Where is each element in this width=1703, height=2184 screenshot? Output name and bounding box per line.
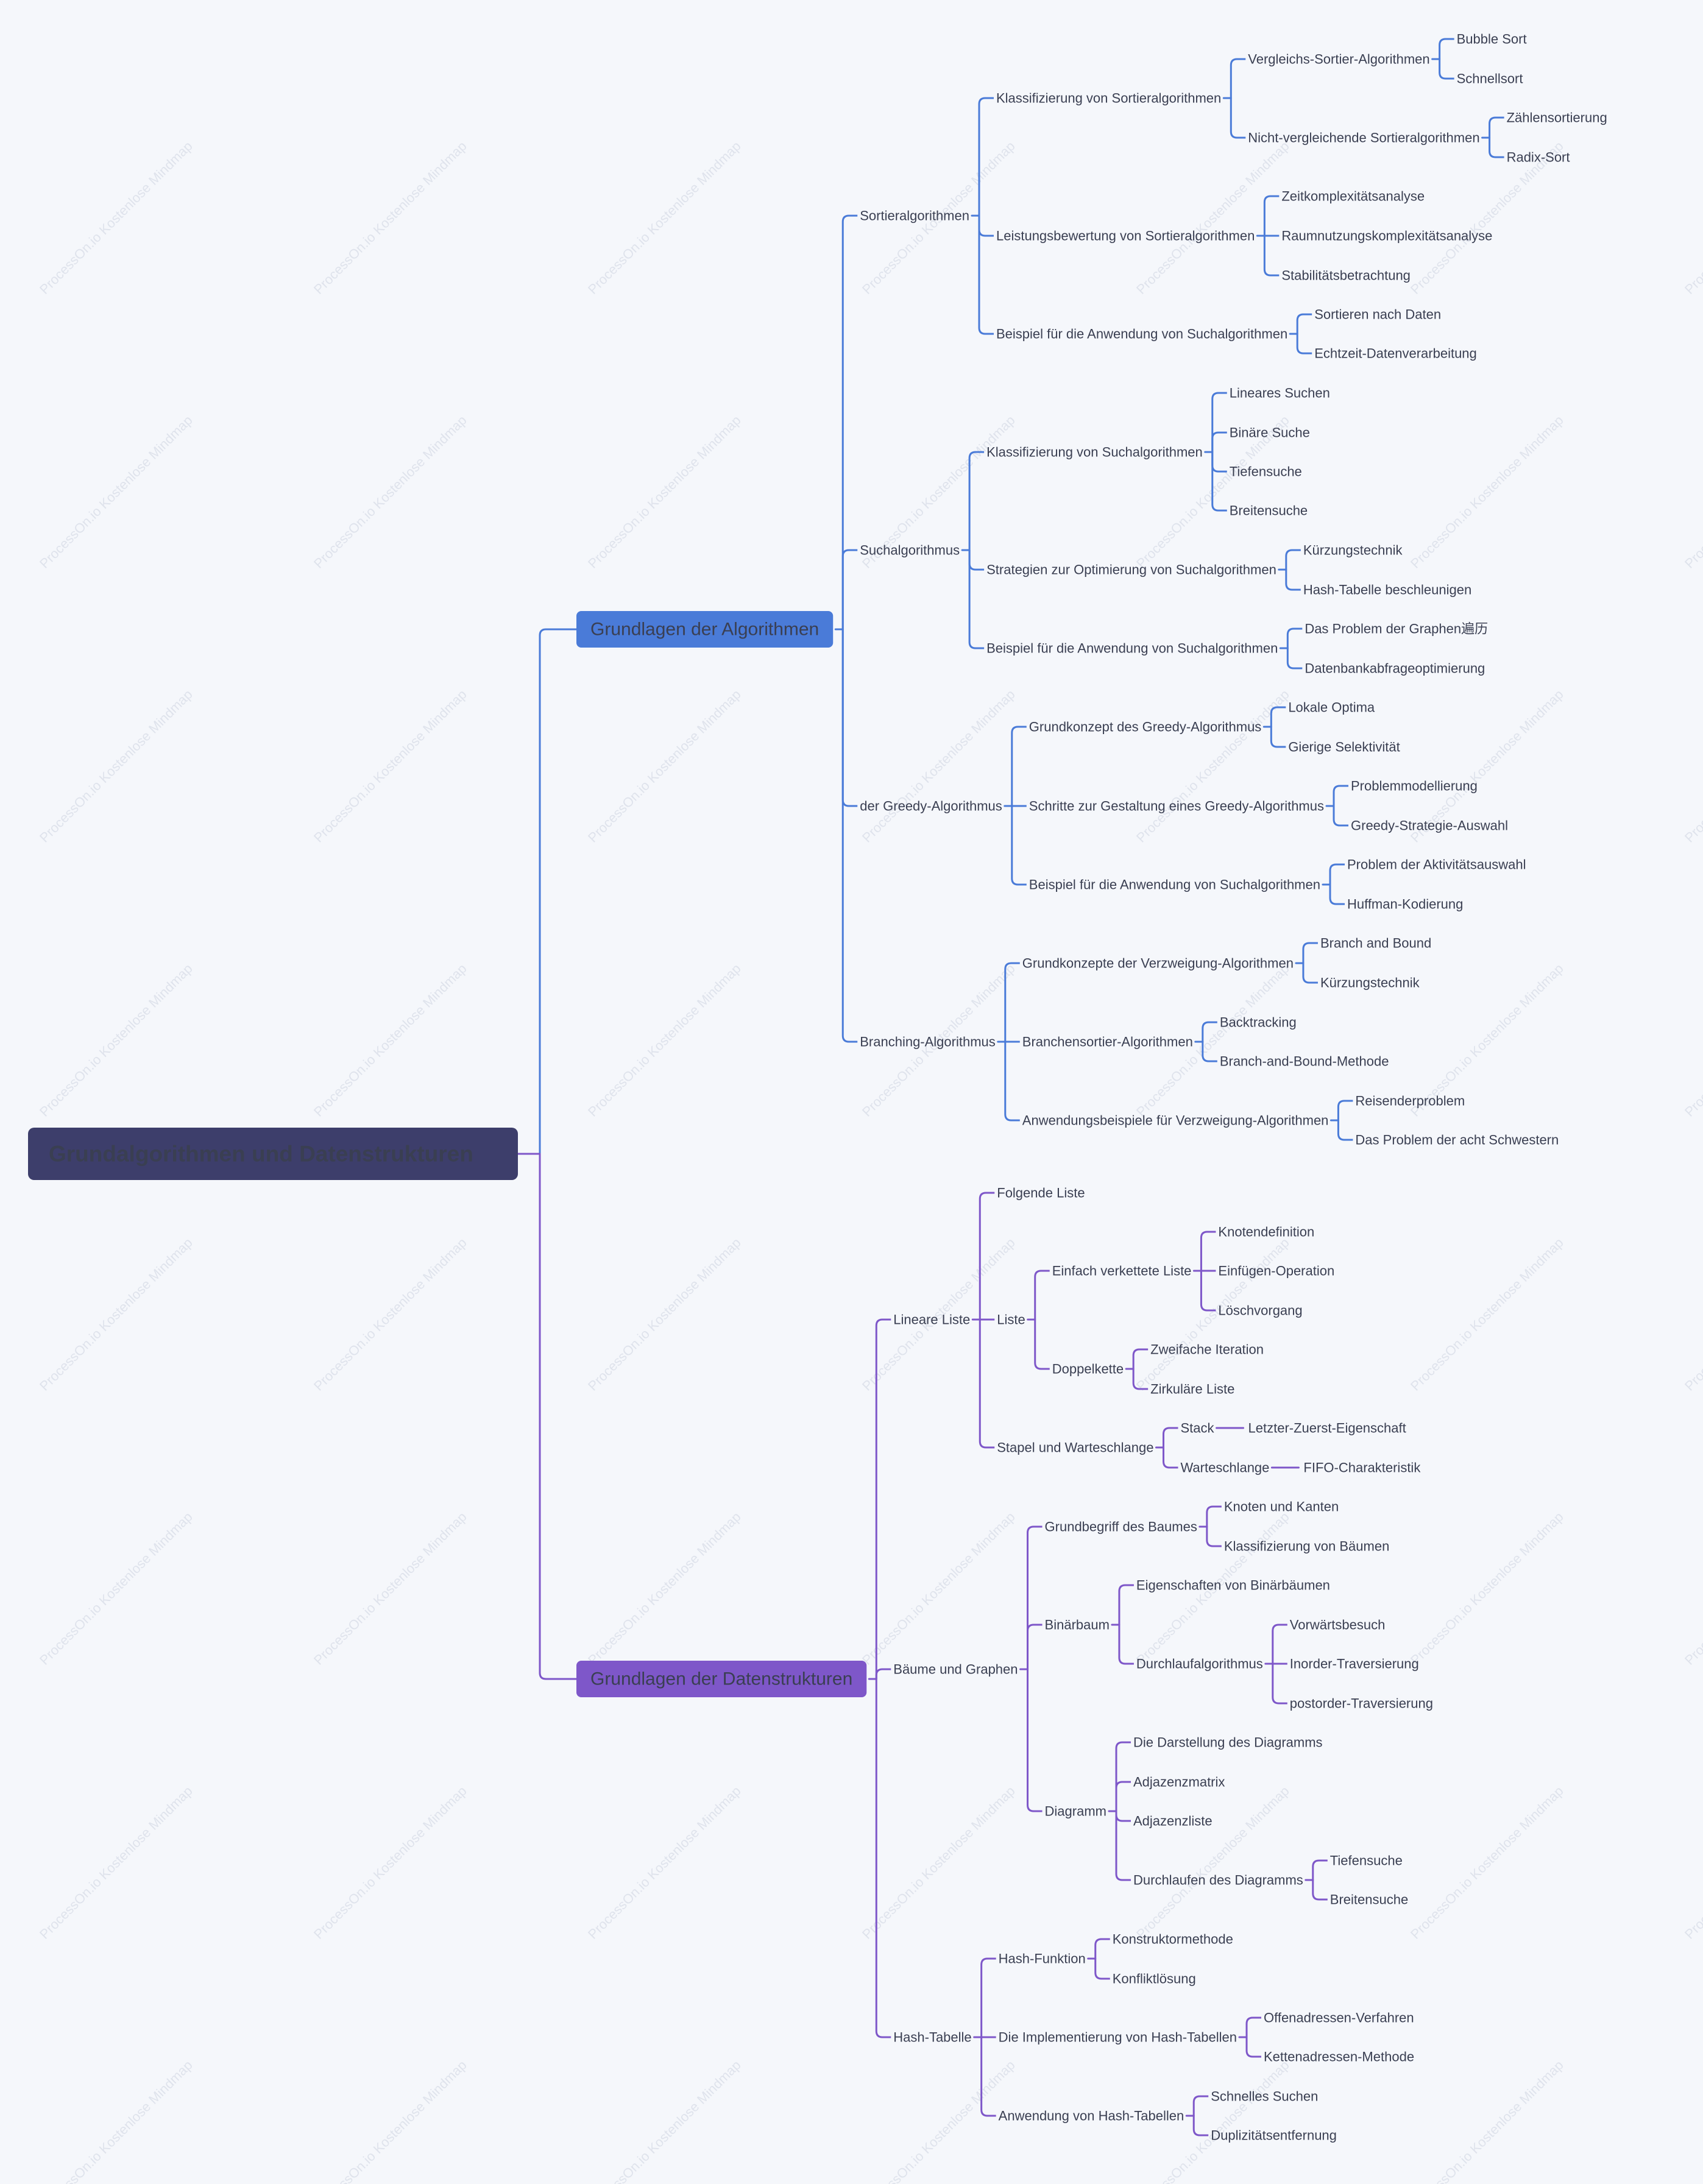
- node-label-grundkonzept-des-greedy-algorithmus[interactable]: Grundkonzept des Greedy-Algorithmus: [1029, 719, 1262, 735]
- node-label-schnellsort[interactable]: Schnellsort: [1457, 71, 1523, 87]
- node-label-schritte-zur-gestaltung-eines-greedy-alg[interactable]: Schritte zur Gestaltung eines Greedy-Alg…: [1029, 799, 1324, 814]
- node-label-backtracking[interactable]: Backtracking: [1220, 1015, 1297, 1030]
- node-label-stapel-und-warteschlange[interactable]: Stapel und Warteschlange: [997, 1440, 1153, 1455]
- node-label-die-darstellung-des-diagramms[interactable]: Die Darstellung des Diagramms: [1133, 1735, 1323, 1750]
- node-label-klassifizierung-von-suchalgorithmen[interactable]: Klassifizierung von Suchalgorithmen: [986, 445, 1203, 460]
- node-label-grundlagen-der-datenstrukturen[interactable]: Grundlagen der Datenstrukturen: [590, 1669, 852, 1689]
- node-label-lineares-suchen[interactable]: Lineares Suchen: [1230, 386, 1330, 401]
- node-label-stack[interactable]: Stack: [1180, 1421, 1214, 1436]
- node-label-adjazenzliste[interactable]: Adjazenzliste: [1133, 1814, 1213, 1829]
- node-label-leistungsbewertung-von-sortieralgorithme[interactable]: Leistungsbewertung von Sortieralgorithme…: [996, 228, 1255, 244]
- node-label-huffman-kodierung[interactable]: Huffman-Kodierung: [1347, 897, 1463, 912]
- node-label-lineare-liste[interactable]: Lineare Liste: [893, 1312, 970, 1327]
- node-label-eigenschaften-von-binarbaumen[interactable]: Eigenschaften von Binärbäumen: [1136, 1578, 1330, 1593]
- node-label-fifo-charakteristik[interactable]: FIFO-Charakteristik: [1303, 1460, 1421, 1475]
- node-label-durchlaufalgorithmus[interactable]: Durchlaufalgorithmus: [1136, 1656, 1263, 1672]
- node-label-der-greedy-algorithmus[interactable]: der Greedy-Algorithmus: [860, 799, 1002, 814]
- node-label-anwendungsbeispiele-fur-verzweigung-algo[interactable]: Anwendungsbeispiele für Verzweigung-Algo…: [1022, 1113, 1329, 1128]
- node-label-folgende-liste[interactable]: Folgende Liste: [997, 1186, 1085, 1201]
- node-label-klassifizierung-von-baumen[interactable]: Klassifizierung von Bäumen: [1224, 1539, 1389, 1554]
- node-label-suchalgorithmus[interactable]: Suchalgorithmus: [860, 543, 960, 558]
- node-label-einfach-verkettete-liste[interactable]: Einfach verkettete Liste: [1052, 1263, 1192, 1279]
- node-label-binare-suche[interactable]: Binäre Suche: [1230, 425, 1310, 440]
- node-label-datenbankabfrageoptimierung[interactable]: Datenbankabfrageoptimierung: [1305, 661, 1485, 676]
- node-label-radix-sort[interactable]: Radix-Sort: [1507, 150, 1570, 165]
- node-label-hash-tabelle[interactable]: Hash-Tabelle: [893, 2030, 971, 2045]
- node-label-durchlaufen-des-diagramms[interactable]: Durchlaufen des Diagramms: [1133, 1873, 1303, 1888]
- node-label-tiefensuche[interactable]: Tiefensuche: [1330, 1853, 1403, 1868]
- node-label-zahlensortierung[interactable]: Zählensortierung: [1507, 110, 1607, 125]
- node-label-gierige-selektivitat[interactable]: Gierige Selektivität: [1288, 740, 1400, 755]
- node-label-stabilitatsbetrachtung[interactable]: Stabilitätsbetrachtung: [1281, 268, 1411, 283]
- node-label-duplizitatsentfernung[interactable]: Duplizitätsentfernung: [1211, 2128, 1337, 2143]
- node-label-postorder-traversierung[interactable]: postorder-Traversierung: [1290, 1696, 1433, 1711]
- node-label-diagramm[interactable]: Diagramm: [1045, 1804, 1106, 1819]
- node-label-branchensortier-algorithmen[interactable]: Branchensortier-Algorithmen: [1022, 1034, 1193, 1050]
- node-label-sortieren-nach-daten[interactable]: Sortieren nach Daten: [1314, 307, 1441, 322]
- node-label-liste[interactable]: Liste: [997, 1312, 1025, 1327]
- node-label-die-implementierung-von-hash-tabellen[interactable]: Die Implementierung von Hash-Tabellen: [999, 2030, 1237, 2045]
- node-label-das-problem-der-graphen[interactable]: Das Problem der Graphen遍历: [1305, 621, 1488, 637]
- node-label-letzter-zuerst-eigenschaft[interactable]: Letzter-Zuerst-Eigenschaft: [1248, 1421, 1406, 1436]
- root-node[interactable]: [28, 1128, 518, 1180]
- node-label-hash-funktion[interactable]: Hash-Funktion: [999, 1951, 1086, 1967]
- node-label-strategien-zur-optimierung-von-suchalgor[interactable]: Strategien zur Optimierung von Suchalgor…: [986, 562, 1276, 578]
- node-label-grundlagen-der-algorithmen[interactable]: Grundlagen der Algorithmen: [590, 620, 819, 640]
- node-label-beispiel-fur-die-anwendung-von-suchalgor[interactable]: Beispiel für die Anwendung von Suchalgor…: [996, 327, 1287, 342]
- node-label-echtzeit-datenverarbeitung[interactable]: Echtzeit-Datenverarbeitung: [1314, 346, 1477, 361]
- node-label-beispiel-fur-die-anwendung-von-suchalgor[interactable]: Beispiel für die Anwendung von Suchalgor…: [1029, 877, 1320, 892]
- node-label-problem-der-aktivitatsauswahl[interactable]: Problem der Aktivitätsauswahl: [1347, 857, 1526, 872]
- node-label-zeitkomplexitatsanalyse[interactable]: Zeitkomplexitätsanalyse: [1281, 189, 1425, 204]
- node-label-greedy-strategie-auswahl[interactable]: Greedy-Strategie-Auswahl: [1351, 818, 1508, 833]
- node-label-zweifache-iteration[interactable]: Zweifache Iteration: [1150, 1342, 1264, 1357]
- node-label-breitensuche[interactable]: Breitensuche: [1330, 1892, 1408, 1907]
- mindmap-nodes: Duplizitätsentfernung Grundalgorithmen un…: [28, 32, 1607, 2143]
- node-label-anwendung-von-hash-tabellen[interactable]: Anwendung von Hash-Tabellen: [999, 2108, 1184, 2124]
- node-label-klassifizierung-von-sortieralgorithmen[interactable]: Klassifizierung von Sortieralgorithmen: [996, 91, 1221, 106]
- node-label-knoten-und-kanten[interactable]: Knoten und Kanten: [1224, 1499, 1339, 1514]
- node-label-binarbaum[interactable]: Binärbaum: [1045, 1617, 1110, 1633]
- node-label-grundkonzepte-der-verzweigung-algorithme[interactable]: Grundkonzepte der Verzweigung-Algorithme…: [1022, 956, 1294, 971]
- node-label-das-problem-der-acht-schwestern[interactable]: Das Problem der acht Schwestern: [1355, 1133, 1559, 1148]
- node-label-branch-and-bound[interactable]: Branch and Bound: [1320, 936, 1431, 951]
- node-label-loschvorgang[interactable]: Löschvorgang: [1218, 1303, 1302, 1318]
- node-label-grundbegriff-des-baumes[interactable]: Grundbegriff des Baumes: [1045, 1519, 1197, 1535]
- node-label-kurzungstechnik[interactable]: Kürzungstechnik: [1320, 975, 1420, 991]
- node-label-konstruktormethode[interactable]: Konstruktormethode: [1113, 1932, 1233, 1947]
- node-label-branch-and-bound-methode[interactable]: Branch-and-Bound-Methode: [1220, 1054, 1389, 1069]
- node-label-tiefensuche[interactable]: Tiefensuche: [1230, 464, 1302, 479]
- node-label-nicht-vergleichende-sortieralgorithmen[interactable]: Nicht-vergleichende Sortieralgorithmen: [1248, 130, 1479, 146]
- node-label-inorder-traversierung[interactable]: Inorder-Traversierung: [1290, 1656, 1419, 1672]
- node-label-schnelles-suchen[interactable]: Schnelles Suchen: [1211, 2089, 1318, 2104]
- node-label-konfliktlosung[interactable]: Konfliktlösung: [1113, 1971, 1196, 1987]
- node-label-lokale-optima[interactable]: Lokale Optima: [1288, 700, 1375, 715]
- node-label-warteschlange[interactable]: Warteschlange: [1180, 1460, 1269, 1475]
- node-label-adjazenzmatrix[interactable]: Adjazenzmatrix: [1133, 1775, 1225, 1790]
- node-label-kurzungstechnik[interactable]: Kürzungstechnik: [1303, 543, 1403, 558]
- root-label[interactable]: Grundalgorithmen und Datenstrukturen: [49, 1142, 473, 1167]
- connector-lines: [517, 38, 1504, 2136]
- node-label-problemmodellierung[interactable]: Problemmodellierung: [1351, 779, 1478, 794]
- node-label-kettenadressen-methode[interactable]: Kettenadressen-Methode: [1264, 2049, 1414, 2065]
- node-label-beispiel-fur-die-anwendung-von-suchalgor[interactable]: Beispiel für die Anwendung von Suchalgor…: [986, 641, 1278, 656]
- node-label-sortieralgorithmen[interactable]: Sortieralgorithmen: [860, 208, 969, 224]
- node-label-einfugen-operation[interactable]: Einfügen-Operation: [1218, 1263, 1334, 1279]
- node-label-vergleichs-sortier-algorithmen[interactable]: Vergleichs-Sortier-Algorithmen: [1248, 52, 1429, 67]
- branch-node-grundlagen-der-datenstrukturen[interactable]: [576, 1661, 867, 1697]
- node-label-vorwartsbesuch[interactable]: Vorwärtsbesuch: [1290, 1617, 1386, 1633]
- node-label-knotendefinition[interactable]: Knotendefinition: [1218, 1225, 1314, 1240]
- node-label-bubble-sort[interactable]: Bubble Sort: [1457, 32, 1527, 47]
- node-label-breitensuche[interactable]: Breitensuche: [1230, 503, 1308, 518]
- node-label-offenadressen-verfahren[interactable]: Offenadressen-Verfahren: [1264, 2010, 1414, 2026]
- node-label-branching-algorithmus[interactable]: Branching-Algorithmus: [860, 1034, 996, 1050]
- node-label-zirkulare-liste[interactable]: Zirkuläre Liste: [1150, 1382, 1234, 1397]
- branch-node-grundlagen-der-algorithmen[interactable]: [576, 611, 834, 648]
- node-label-baume-und-graphen[interactable]: Bäume und Graphen: [893, 1662, 1018, 1677]
- node-label-raumnutzungskomplexitatsanalyse[interactable]: Raumnutzungskomplexitätsanalyse: [1281, 228, 1492, 244]
- node-label-reisenderproblem[interactable]: Reisenderproblem: [1355, 1094, 1465, 1109]
- node-label-doppelkette[interactable]: Doppelkette: [1052, 1362, 1124, 1377]
- node-label-hash-tabelle-beschleunigen[interactable]: Hash-Tabelle beschleunigen: [1303, 582, 1471, 598]
